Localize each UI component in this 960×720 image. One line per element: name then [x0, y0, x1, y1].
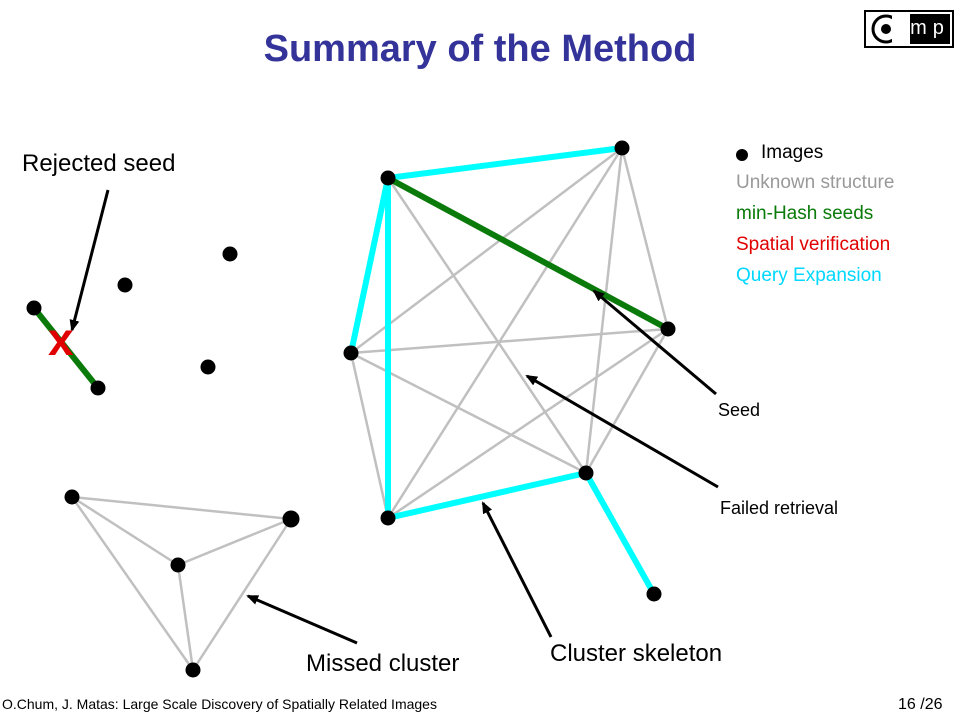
image-node [26, 300, 42, 316]
grey-edge [584, 147, 624, 474]
image-node [282, 510, 300, 528]
grey-edge [349, 352, 390, 519]
image-node [117, 277, 133, 293]
image-node [380, 510, 396, 526]
cyan-edge [387, 145, 623, 181]
image-node [222, 246, 238, 262]
rejected-seed-label: Rejected seed [22, 150, 176, 177]
rejected-x-mark: x [48, 313, 74, 365]
page-number: 16 /26 [898, 696, 943, 713]
grey-edge [71, 495, 292, 521]
failed-retrieval-label: Failed retrieval [720, 498, 839, 518]
arrow-seed [592, 289, 717, 396]
image-node [380, 170, 396, 186]
seed-label: Seed [718, 400, 761, 420]
image-node [185, 662, 201, 678]
arrow-failed-retrieval [525, 374, 719, 489]
image-node [200, 359, 216, 375]
image-nodes [26, 140, 676, 678]
query-expansion-edges [348, 145, 657, 596]
grey-edge [176, 564, 195, 671]
cyan-edge [348, 177, 391, 354]
image-node [170, 557, 186, 573]
legend-unknown-structure: Unknown structure [736, 172, 895, 193]
slide-title: Summary of the Method [263, 28, 697, 70]
image-node [660, 321, 676, 337]
cyan-edge [387, 470, 587, 521]
eye-logo-icon [871, 14, 902, 44]
arrow-cluster-skeleton [481, 501, 553, 638]
image-node [646, 586, 662, 602]
grey-edge [620, 147, 670, 330]
grey-edge [350, 327, 669, 355]
legend-minhash-seeds: min-Hash seeds [736, 203, 874, 224]
image-node [578, 465, 594, 481]
cyan-edge [583, 471, 657, 596]
legend-spatial-verification: Spatial verification [736, 234, 891, 255]
legend-image-bullet [736, 149, 748, 161]
grey-edge [387, 327, 669, 520]
legend-images: Images [761, 142, 824, 163]
green-seed-edge [386, 175, 670, 332]
image-node [90, 380, 106, 396]
grey-edge [584, 328, 670, 474]
grey-edge [350, 147, 623, 354]
legend-query-expansion: Query Expansion [736, 265, 882, 286]
annotation-arrows [69, 189, 719, 645]
unknown-structure-edges [349, 147, 670, 520]
grey-edge [191, 518, 293, 671]
grey-edge [177, 517, 292, 567]
missed-cluster-label: Missed cluster [306, 650, 460, 677]
green-rejected-edge [31, 306, 101, 390]
image-node [64, 489, 80, 505]
arrow-missed-cluster [246, 594, 358, 645]
arrow-rejected-seed [69, 189, 110, 332]
logo-text: mp [910, 14, 950, 44]
missed-cluster-edges [70, 495, 293, 671]
footer-citation: O.Chum, J. Matas: Large Scale Discovery … [2, 696, 437, 712]
grey-edge [71, 495, 179, 567]
image-node [343, 345, 359, 361]
cluster-skeleton-label: Cluster skeleton [550, 640, 723, 667]
grey-edge [70, 496, 195, 671]
minhash-seed-edges [31, 175, 670, 390]
grey-edge [386, 177, 588, 474]
cmp-logo: mp [864, 10, 954, 48]
grey-edge [386, 147, 624, 519]
image-node [614, 140, 630, 156]
